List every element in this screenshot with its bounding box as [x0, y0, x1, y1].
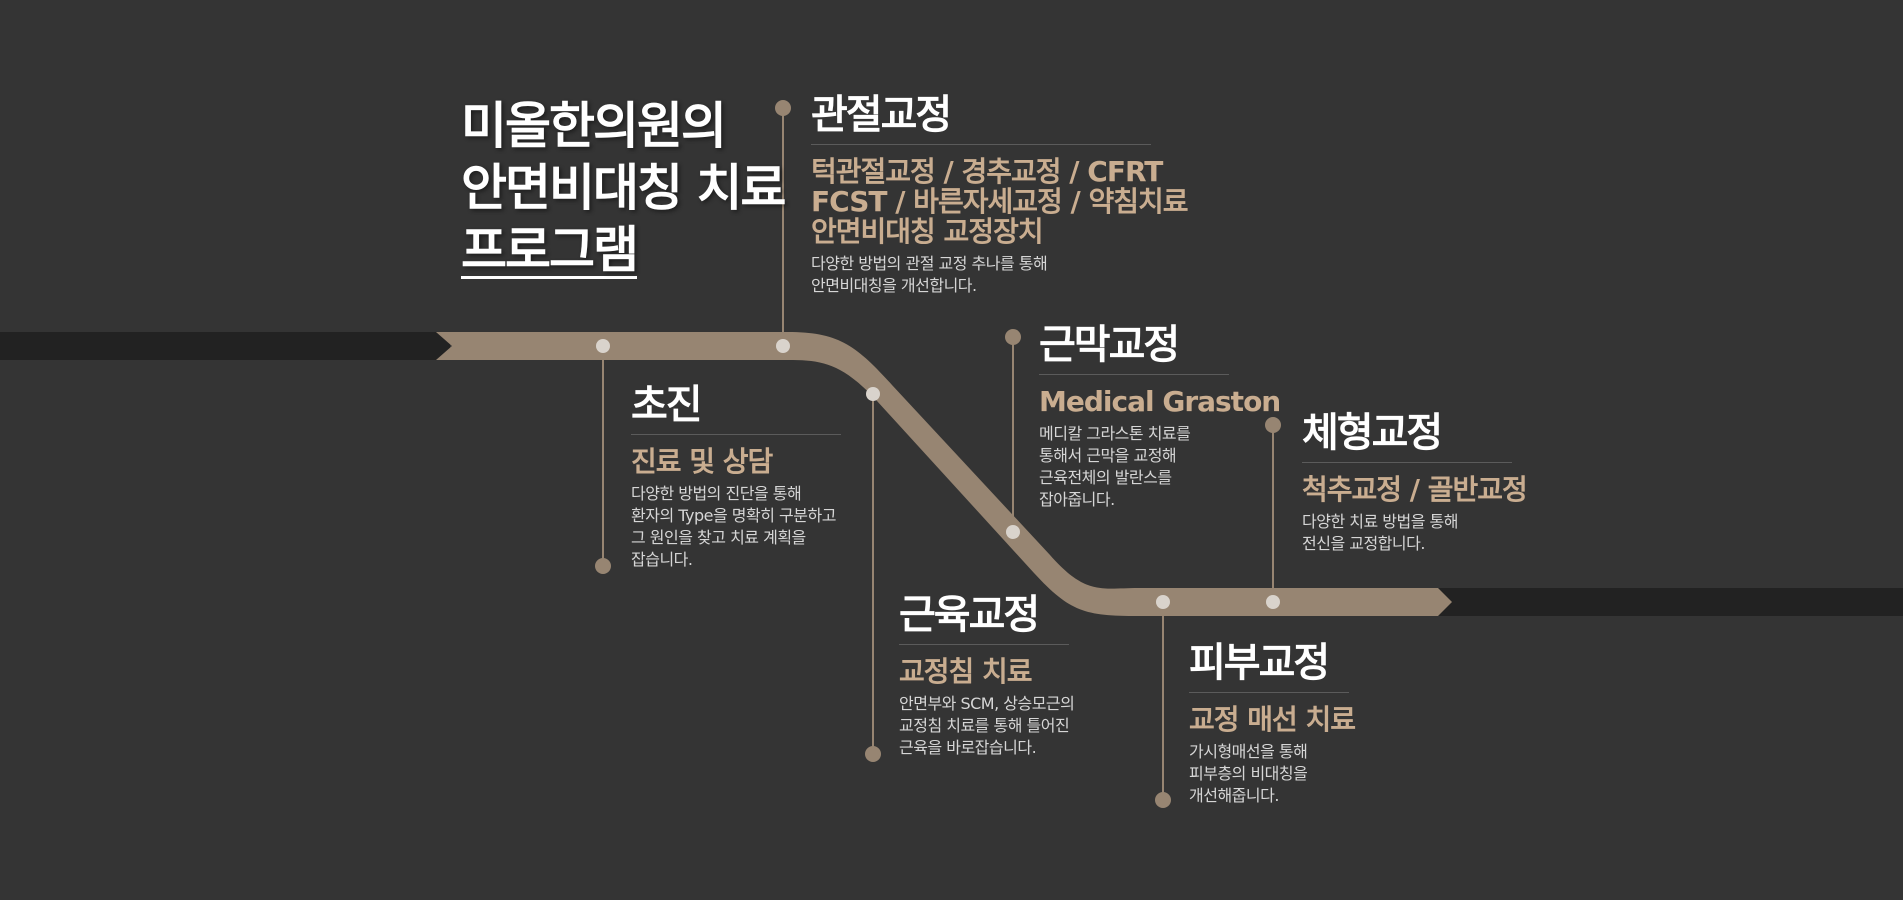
station-subtitle: 교정 매선 치료 [1189, 703, 1356, 736]
description-line: 환자의 Type을 명확히 구분하고 [631, 506, 836, 525]
description-line: 가시형매선을 통해 [1189, 742, 1308, 761]
description-line: 다양한 치료 방법을 통해 [1302, 512, 1458, 531]
program-title-line2: 안면비대칭 치료 [461, 159, 786, 217]
right-dark-band [1430, 588, 1903, 616]
description-line: 개선해줍니다. [1189, 786, 1279, 805]
program-title: 미올한의원의 안면비대칭 치료 프로그램 [461, 95, 786, 281]
description-line: 근육전체의 발란스를 [1039, 468, 1172, 487]
station-title: 근육교정 [899, 592, 1069, 645]
pin-dot-pibu [1155, 792, 1171, 808]
track-node-pibu [1156, 595, 1170, 609]
station-subtitle: 척추교정 / 골반교정 [1302, 473, 1528, 506]
left-dark-band [0, 332, 450, 360]
station-subtitle: 교정침 치료 [899, 655, 1033, 688]
pin-dot-chojin [595, 558, 611, 574]
description-line: 근육을 바로잡습니다. [899, 738, 1037, 757]
track-node-geunmak [1006, 525, 1020, 539]
track-nodes [596, 339, 1280, 609]
description-line: 전신을 교정합니다. [1302, 534, 1425, 553]
description-line: 안면부와 SCM, 상승모근의 [899, 694, 1075, 713]
station-subtitle: 진료 및 상담 [631, 445, 773, 478]
description-line: 그 원인을 찾고 치료 계획을 [631, 528, 806, 547]
program-title-line1: 미올한의원의 [461, 97, 727, 155]
description-line: 교정침 치료를 통해 틀어진 [899, 716, 1070, 735]
track-node-gwanjeol [776, 339, 790, 353]
track-arrow-shape [436, 332, 1452, 616]
description-line: 통해서 근막을 교정해 [1039, 446, 1177, 465]
station-connectors [602, 108, 1274, 800]
program-title-line3: 프로그램 [461, 221, 639, 279]
track-node-geunyuk [866, 387, 880, 401]
station-pins [595, 100, 1281, 808]
station-title: 초진 [631, 382, 841, 435]
description-line: 피부층의 비대칭을 [1189, 764, 1308, 783]
description-line: 잡아줍니다. [1039, 490, 1115, 509]
station-title: 체형교정 [1302, 410, 1512, 463]
station-title: 근막교정 [1039, 322, 1229, 375]
description-line: 안면비대칭을 개선합니다. [811, 276, 977, 295]
station-subtitle: 턱관절교정 / 경추교정 / CFRT FCST / 바른자세교정 / 약침치료… [811, 155, 1189, 248]
station-title: 피부교정 [1189, 640, 1349, 693]
station-title: 관절교정 [811, 92, 1151, 145]
description-line: 다양한 방법의 관절 교정 추나를 통해 [811, 254, 1048, 273]
station-gwanjeol: 관절교정 턱관절교정 / 경추교정 / CFRT FCST / 바른자세교정 /… [811, 92, 1189, 297]
track-node-chojin [596, 339, 610, 353]
description-line: 잡습니다. [631, 550, 693, 569]
pin-dot-chehyeong [1265, 417, 1281, 433]
description-line: 메디칼 그라스톤 치료를 [1039, 424, 1191, 443]
description-line: 다양한 방법의 진단을 통해 [631, 484, 802, 503]
station-subtitle: Medical Graston [1039, 385, 1281, 418]
pin-dot-gwanjeol [775, 100, 791, 116]
pin-dot-geunyuk [865, 746, 881, 762]
track-node-chehyeong [1266, 595, 1280, 609]
pin-dot-geunmak [1005, 329, 1021, 345]
